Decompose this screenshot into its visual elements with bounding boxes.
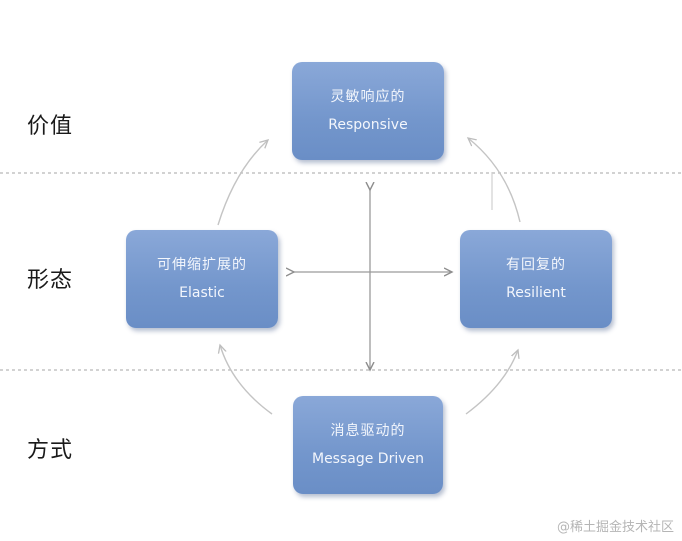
node-message-driven-en: Message Driven [311,451,424,467]
node-message-driven: 消息驱动的 Message Driven [293,396,443,494]
node-elastic-en: Elastic [179,285,225,301]
node-resilient-zh: 有回复的 [506,257,566,273]
arc-message-to-elastic [220,345,273,415]
row-label-form: 形态 [27,268,74,293]
node-responsive: 灵敏响应的 Responsive [292,62,444,160]
arc-elastic-to-responsive [217,140,268,226]
arc-resilient-to-responsive [468,138,521,223]
row-label-means: 方式 [27,438,74,463]
node-elastic-zh: 可伸缩扩展的 [157,257,247,273]
node-responsive-zh: 灵敏响应的 [330,89,406,105]
node-resilient-en: Resilient [506,285,566,301]
arc-message-to-resilient [465,350,518,415]
node-elastic: 可伸缩扩展的 Elastic [126,230,278,328]
node-resilient: 有回复的 Resilient [460,230,612,328]
node-responsive-en: Responsive [328,117,408,133]
watermark: @稀土掘金技术社区 [556,520,674,535]
node-message-driven-zh: 消息驱动的 [330,423,406,439]
row-label-value: 价值 [27,114,74,139]
